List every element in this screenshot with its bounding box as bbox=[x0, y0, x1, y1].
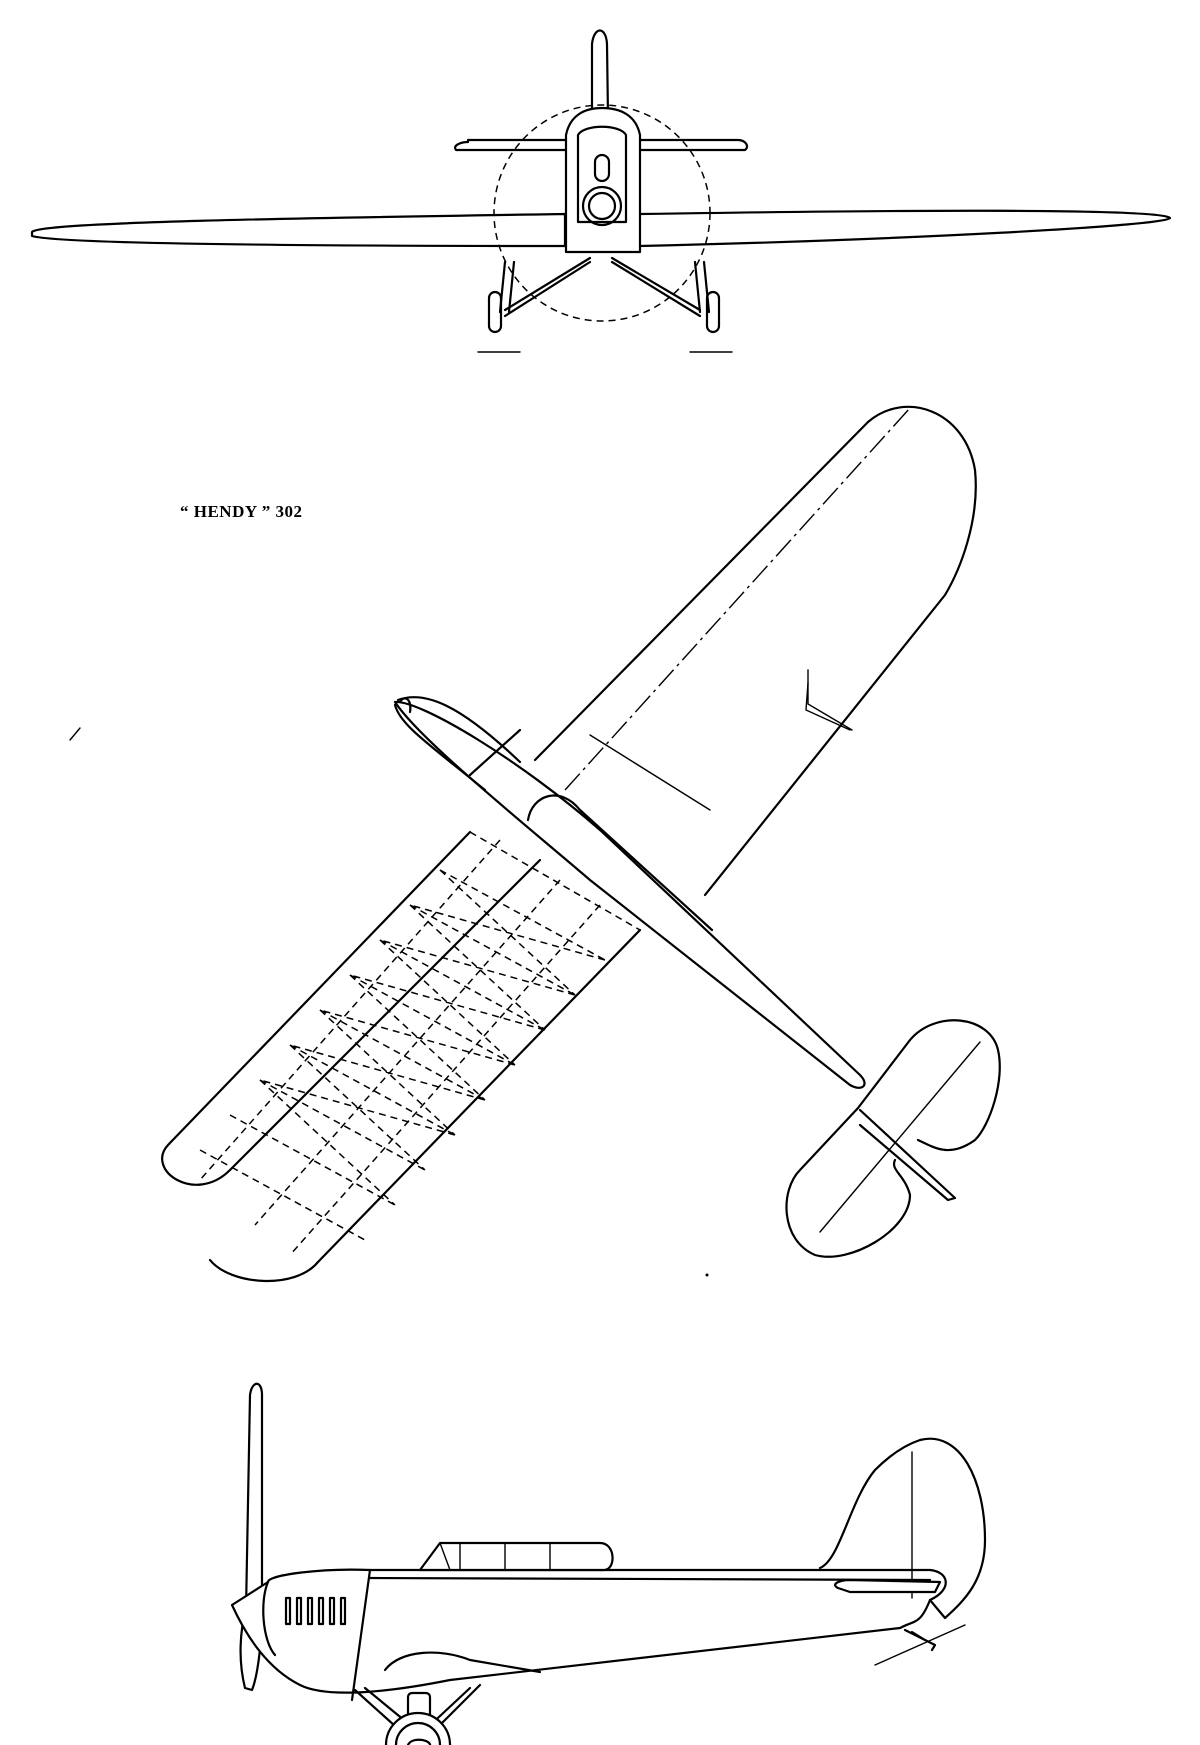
side-exhaust-louvres bbox=[284, 1596, 347, 1626]
plan-left-wing-spars bbox=[199, 839, 601, 1256]
plan-view bbox=[161, 405, 1001, 1282]
side-tailplane bbox=[833, 1578, 942, 1594]
stray-mark bbox=[69, 727, 81, 741]
plan-right-wing-spar-line bbox=[564, 407, 911, 791]
side-wheel-axle bbox=[406, 1738, 432, 1745]
plan-cowling-joint bbox=[468, 728, 522, 777]
plan-right-wing bbox=[533, 405, 977, 897]
front-cockpit bbox=[576, 125, 628, 224]
side-wheel-hub bbox=[394, 1721, 442, 1745]
front-left-wheel bbox=[487, 290, 503, 334]
aircraft-title: “ HENDY ” 302 bbox=[180, 502, 303, 521]
side-gear-struts bbox=[353, 1683, 482, 1737]
plan-spinner bbox=[398, 697, 412, 714]
front-tailplane bbox=[454, 138, 749, 152]
side-wheel bbox=[384, 1711, 452, 1745]
plan-rudder bbox=[858, 1108, 957, 1202]
side-propeller bbox=[239, 1382, 264, 1692]
front-spinner bbox=[581, 185, 623, 227]
side-fuselage bbox=[230, 1568, 947, 1694]
side-canopy bbox=[418, 1541, 614, 1572]
side-cowling-joint bbox=[350, 1568, 372, 1702]
front-fin bbox=[590, 29, 610, 120]
stray-dot bbox=[705, 1273, 709, 1277]
side-cowling-front bbox=[262, 1580, 277, 1657]
plan-fuselage-outline bbox=[393, 696, 522, 792]
side-fin bbox=[818, 1437, 987, 1620]
plan-left-wing-structure bbox=[199, 831, 641, 1241]
front-gear-legs bbox=[498, 260, 711, 314]
front-headrest bbox=[593, 153, 611, 183]
front-gear-struts bbox=[503, 256, 702, 318]
front-view bbox=[30, 29, 1172, 353]
side-wing-root bbox=[383, 1651, 542, 1674]
front-spinner-inner bbox=[587, 191, 617, 221]
plan-right-wing-rib bbox=[589, 682, 851, 811]
plan-tailplane bbox=[785, 1019, 1001, 1258]
front-right-wheel bbox=[705, 290, 721, 334]
plan-left-wing bbox=[161, 830, 642, 1282]
plan-cockpit bbox=[526, 794, 714, 932]
side-tail-ground bbox=[874, 1624, 966, 1666]
side-canopy-frames bbox=[439, 1542, 551, 1571]
side-fuselage-stringer bbox=[368, 1576, 932, 1582]
plan-right-wing-aileron bbox=[807, 669, 853, 731]
plan-left-wing-cross-bracing bbox=[259, 869, 606, 1206]
side-tail-skid bbox=[903, 1628, 937, 1652]
side-view bbox=[230, 1382, 987, 1745]
plan-elevator-line bbox=[819, 1041, 981, 1233]
